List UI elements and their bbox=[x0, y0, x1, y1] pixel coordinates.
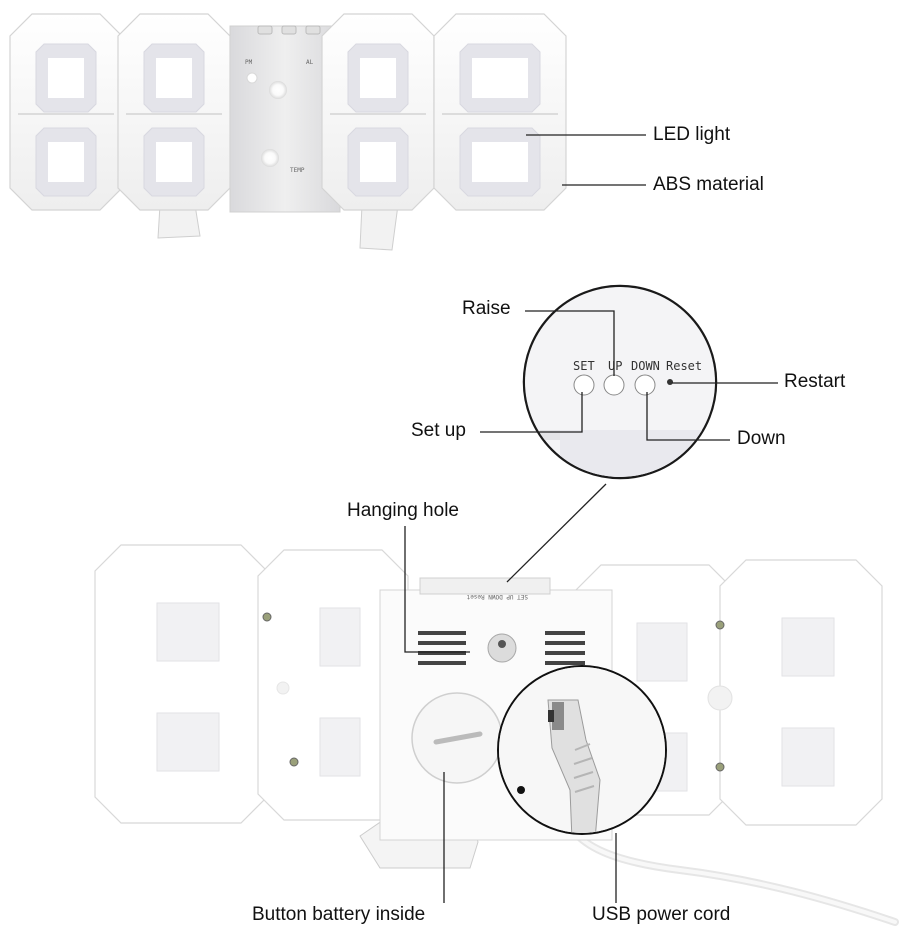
plug-tip bbox=[552, 702, 564, 730]
mirrored-button-text: SET UP DOWN Reset bbox=[466, 593, 528, 600]
screw bbox=[289, 757, 299, 767]
front-foot-right bbox=[359, 204, 399, 251]
screw bbox=[715, 762, 725, 772]
sensor-dot bbox=[707, 685, 733, 711]
label-set-up: Set up bbox=[411, 420, 466, 441]
down-button bbox=[634, 374, 656, 396]
leader-zoom bbox=[506, 483, 607, 583]
top-button bbox=[257, 25, 273, 35]
temp-indicator: TEMP bbox=[290, 167, 305, 174]
down-button-label: DOWN bbox=[631, 359, 660, 373]
clock-front: PM AL TEMP bbox=[9, 13, 567, 251]
label-raise: Raise bbox=[462, 298, 511, 319]
screws bbox=[262, 612, 733, 772]
back-window-lower bbox=[781, 727, 835, 787]
colon-upper-dot bbox=[269, 81, 287, 99]
sensor-dot bbox=[276, 681, 290, 695]
front-digit bbox=[117, 13, 231, 211]
label-hanging-hole: Hanging hole bbox=[347, 500, 459, 521]
set-button bbox=[573, 374, 595, 396]
colon-lower-dot bbox=[261, 149, 279, 167]
front-digit bbox=[433, 13, 567, 211]
label-abs-material: ABS material bbox=[653, 174, 764, 195]
reset-pinhole bbox=[667, 379, 673, 385]
top-button bbox=[305, 25, 321, 35]
vent-left bbox=[418, 631, 466, 665]
front-digit bbox=[9, 13, 123, 211]
al-indicator: AL bbox=[306, 59, 314, 66]
up-button bbox=[603, 374, 625, 396]
leader-raise bbox=[525, 310, 615, 376]
leader-lines bbox=[404, 134, 778, 903]
pm-led bbox=[246, 72, 258, 84]
back-digit bbox=[94, 544, 268, 824]
top-button bbox=[281, 25, 297, 35]
back-window-lower bbox=[319, 717, 361, 777]
leader-down bbox=[646, 392, 730, 441]
top-button-strip bbox=[419, 577, 551, 595]
label-button-battery: Button battery inside bbox=[252, 904, 426, 925]
reset-button-label: Reset bbox=[666, 359, 702, 373]
label-restart: Restart bbox=[784, 371, 846, 392]
leader-hanging bbox=[404, 526, 470, 653]
back-window-upper bbox=[319, 607, 361, 667]
screw bbox=[262, 612, 272, 622]
back-digit bbox=[719, 559, 883, 826]
up-button-label: UP bbox=[608, 359, 622, 373]
back-window-upper bbox=[156, 602, 220, 662]
back-digit-group bbox=[94, 544, 883, 826]
set-button-label: SET bbox=[573, 359, 595, 373]
back-window-upper bbox=[636, 622, 688, 682]
screw bbox=[715, 620, 725, 630]
back-digit-frame bbox=[94, 544, 268, 824]
back-digit-frame bbox=[719, 559, 883, 826]
front-digit bbox=[321, 13, 435, 211]
leader-setup bbox=[480, 392, 583, 433]
clock-back: SET UP DOWN Reset bbox=[94, 284, 899, 926]
usb-plug bbox=[547, 699, 601, 833]
label-down: Down bbox=[737, 428, 786, 449]
digit-group bbox=[9, 13, 567, 211]
pm-indicator: PM bbox=[245, 59, 253, 66]
back-window-upper bbox=[781, 617, 835, 677]
label-led-light: LED light bbox=[653, 124, 731, 145]
label-usb-power-cord: USB power cord bbox=[592, 904, 731, 925]
vent-right bbox=[545, 631, 585, 665]
back-window-lower bbox=[156, 712, 220, 772]
